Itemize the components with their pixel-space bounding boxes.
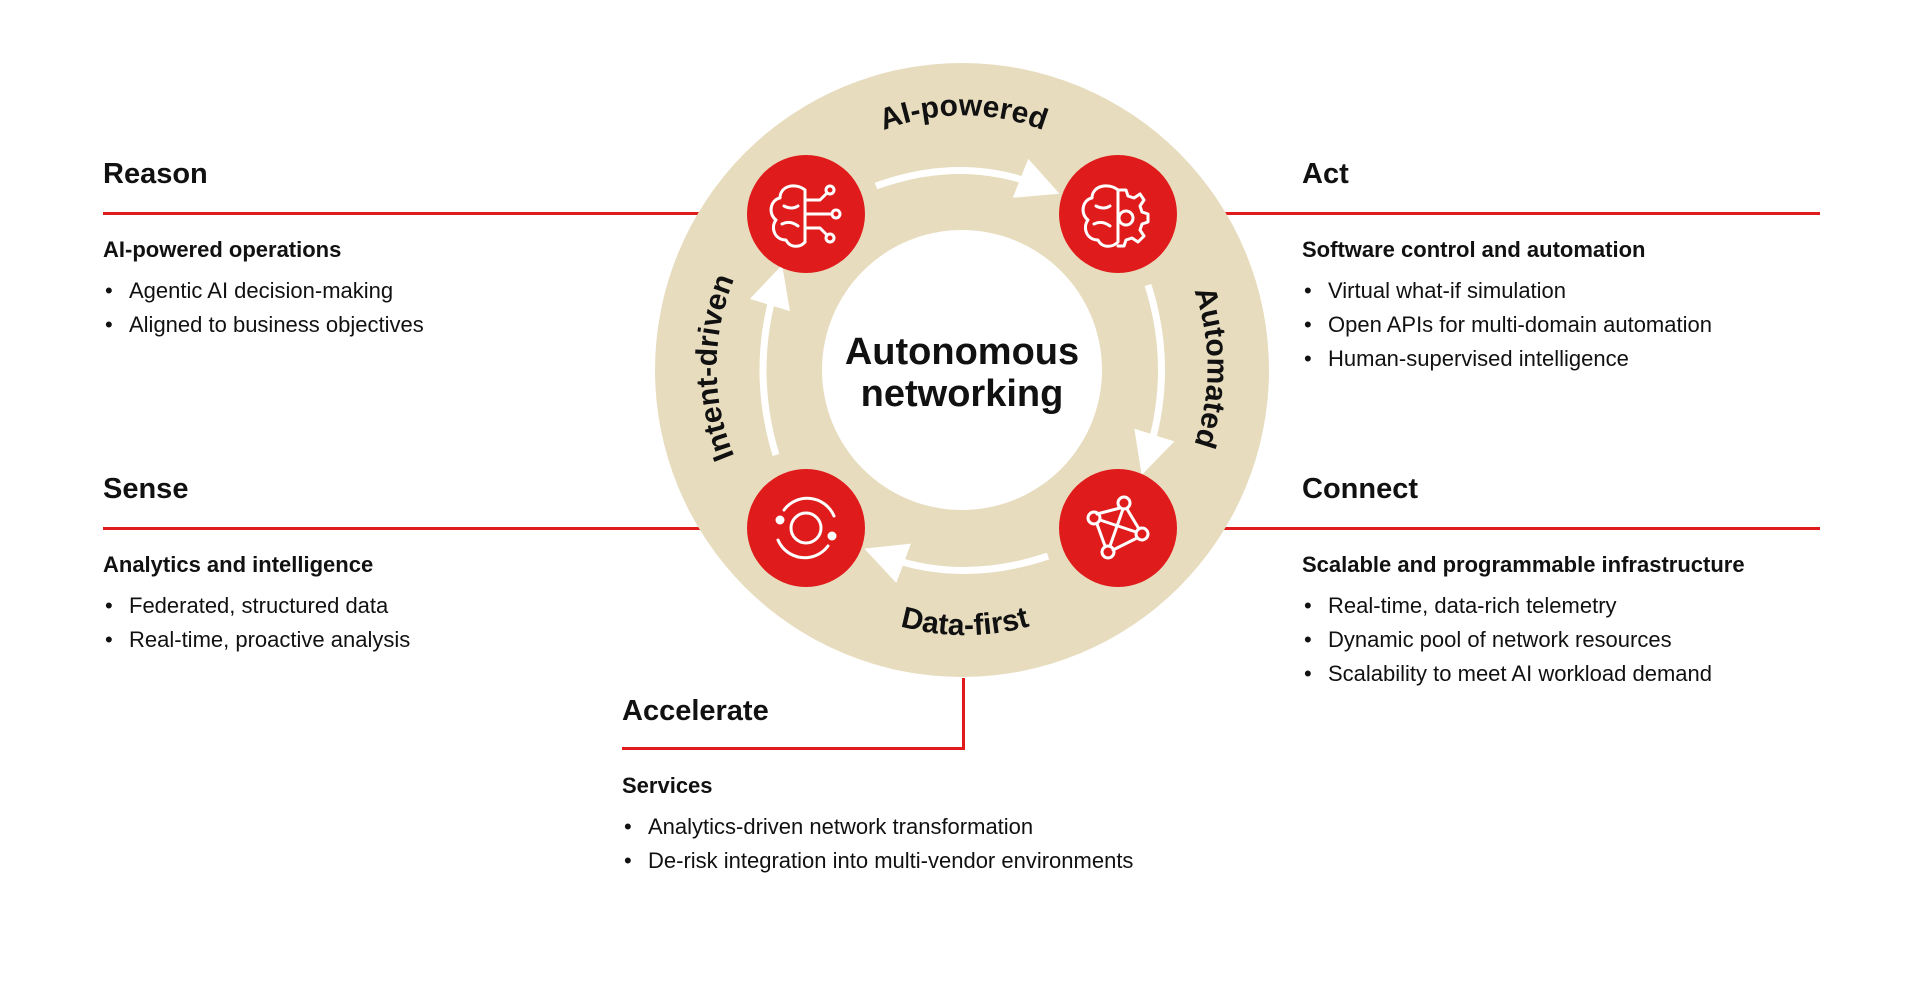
list-item: Human-supervised intelligence xyxy=(1302,342,1712,376)
sense-connector-line xyxy=(103,527,753,530)
accelerate-details: Services Analytics-driven network transf… xyxy=(622,772,1133,878)
network-nodes-icon xyxy=(1059,469,1177,587)
arrow-right xyxy=(1134,283,1175,476)
connect-connector-line xyxy=(1160,527,1820,530)
accelerate-list: Analytics-driven network transformation … xyxy=(622,810,1133,878)
reason-connector-line xyxy=(103,212,753,215)
list-item: Dynamic pool of network resources xyxy=(1302,623,1745,657)
accelerate-section: Accelerate xyxy=(622,694,769,728)
reason-subtitle: AI-powered operations xyxy=(103,237,342,262)
reason-section: Reason xyxy=(103,157,208,191)
list-item: Real-time, data-rich telemetry xyxy=(1302,589,1745,623)
brain-gear-icon xyxy=(1059,155,1177,273)
reason-details: AI-powered operations Agentic AI decisio… xyxy=(103,236,424,342)
inner-circle xyxy=(822,230,1102,510)
arrow-bottom xyxy=(864,543,1050,583)
list-item: Open APIs for multi-domain automation xyxy=(1302,308,1712,342)
sense-list: Federated, structured data Real-time, pr… xyxy=(103,589,410,657)
center-title-line1: Autonomous xyxy=(845,331,1079,373)
connect-list: Real-time, data-rich telemetry Dynamic p… xyxy=(1302,589,1745,691)
act-details: Software control and automation Virtual … xyxy=(1302,236,1712,376)
arrow-left xyxy=(749,264,790,457)
list-item: Analytics-driven network transformation xyxy=(622,810,1133,844)
reason-list: Agentic AI decision-making Aligned to bu… xyxy=(103,274,424,342)
sense-section: Sense xyxy=(103,472,188,506)
accelerate-subtitle: Services xyxy=(622,773,713,798)
list-item: De-risk integration into multi-vendor en… xyxy=(622,844,1133,878)
act-connector-line xyxy=(1160,212,1820,215)
act-title: Act xyxy=(1302,158,1349,190)
accelerate-title: Accelerate xyxy=(622,695,769,727)
connect-subtitle: Scalable and programmable infrastructure xyxy=(1302,552,1745,577)
connect-details: Scalable and programmable infrastructure… xyxy=(1302,551,1745,691)
orbit-icon xyxy=(747,469,865,587)
sense-title: Sense xyxy=(103,473,189,505)
connect-section: Connect xyxy=(1302,472,1418,506)
list-item: Agentic AI decision-making xyxy=(103,274,424,308)
accelerate-connector-vertical xyxy=(962,678,965,750)
act-section: Act xyxy=(1302,157,1349,191)
list-item: Scalability to meet AI workload demand xyxy=(1302,657,1745,691)
act-subtitle: Software control and automation xyxy=(1302,237,1646,262)
center-title-line2: networking xyxy=(861,373,1064,415)
arrow-top xyxy=(874,158,1060,198)
list-item: Virtual what-if simulation xyxy=(1302,274,1712,308)
act-list: Virtual what-if simulation Open APIs for… xyxy=(1302,274,1712,376)
sense-details: Analytics and intelligence Federated, st… xyxy=(103,551,410,657)
sense-subtitle: Analytics and intelligence xyxy=(103,552,374,577)
reason-title: Reason xyxy=(103,158,208,190)
list-item: Real-time, proactive analysis xyxy=(103,623,410,657)
connect-title: Connect xyxy=(1302,473,1418,505)
list-item: Federated, structured data xyxy=(103,589,410,623)
list-item: Aligned to business objectives xyxy=(103,308,424,342)
brain-circuit-icon xyxy=(747,155,865,273)
accelerate-connector-line xyxy=(622,747,965,750)
